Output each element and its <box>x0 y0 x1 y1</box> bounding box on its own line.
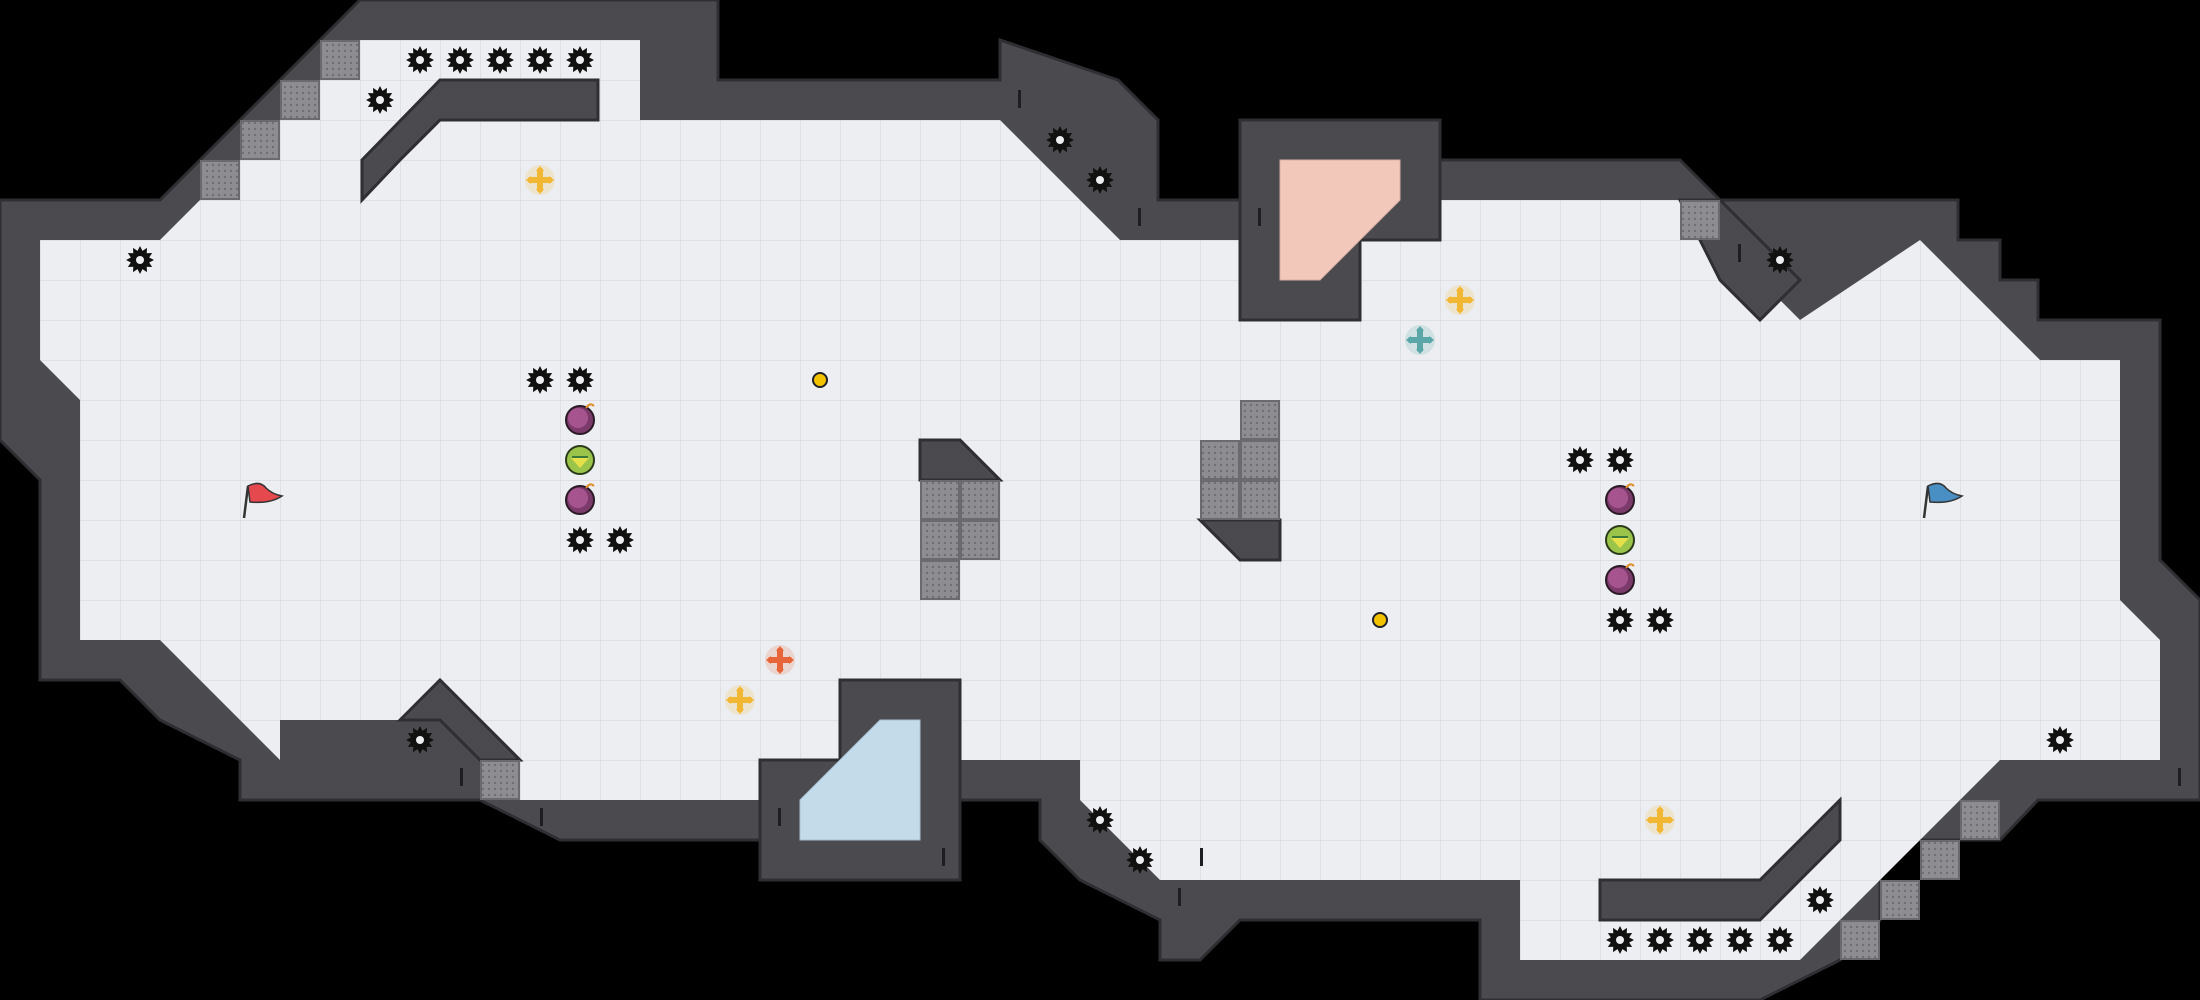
wall-marker <box>778 808 781 826</box>
gate-block <box>1880 880 1920 920</box>
spike-icon <box>1766 926 1794 954</box>
bomb-icon <box>565 403 595 435</box>
gate-block <box>920 480 960 520</box>
blue-endzone <box>799 719 921 841</box>
blue-boost-icon <box>1405 325 1435 355</box>
spike-icon <box>1766 246 1794 274</box>
spike-icon <box>1806 886 1834 914</box>
spike-icon <box>1646 606 1674 634</box>
spike-icon <box>566 526 594 554</box>
gate-block <box>280 80 320 120</box>
spike-icon <box>1086 166 1114 194</box>
gate-block <box>920 560 960 600</box>
wall-marker <box>942 848 945 866</box>
gate-block <box>960 520 1000 560</box>
spike-icon <box>446 46 474 74</box>
gate-block <box>1840 920 1880 960</box>
spike-icon <box>1046 126 1074 154</box>
spike-icon <box>1086 806 1114 834</box>
red-boost-icon <box>765 645 795 675</box>
spike-icon <box>526 366 554 394</box>
spike-icon <box>486 46 514 74</box>
powerup-icon <box>565 445 595 475</box>
boost-icon <box>812 372 828 388</box>
neutral-boost-icon <box>1645 805 1675 835</box>
spike-icon <box>1606 606 1634 634</box>
gate-block <box>1200 480 1240 520</box>
wall-marker <box>1018 90 1021 108</box>
spike-icon <box>2046 726 2074 754</box>
spike-icon <box>1686 926 1714 954</box>
wall-bottom-right-ledge <box>1598 796 1842 922</box>
red-endzone <box>1279 159 1401 281</box>
blue-flag-icon <box>1922 482 1964 519</box>
floor <box>40 40 2160 960</box>
gate-block <box>1240 400 1280 440</box>
wall-marker <box>460 768 463 786</box>
wall-marker <box>540 808 543 826</box>
spike-icon <box>566 46 594 74</box>
gate-block <box>480 760 520 800</box>
gate-block <box>240 120 280 160</box>
boost-icon <box>1372 612 1388 628</box>
bomb-icon <box>565 483 595 515</box>
spike-icon <box>126 246 154 274</box>
spike-icon <box>1646 926 1674 954</box>
neutral-boost-icon <box>525 165 555 195</box>
wall-marker <box>1178 888 1181 906</box>
spike-icon <box>566 366 594 394</box>
spike-icon <box>406 726 434 754</box>
spike-icon <box>1566 446 1594 474</box>
gate-block <box>920 520 960 560</box>
wall-marker <box>1138 208 1141 226</box>
wall-top-ledge <box>360 78 600 204</box>
bomb-icon <box>1605 483 1635 515</box>
gate-block <box>320 40 360 80</box>
gate-block <box>1680 200 1720 240</box>
gate-block <box>1240 440 1280 480</box>
gate-block <box>200 160 240 200</box>
spike-icon <box>526 46 554 74</box>
wall-marker <box>1738 244 1741 262</box>
red-flag-icon <box>242 482 284 519</box>
spike-icon <box>606 526 634 554</box>
wall-marker <box>1200 848 1203 866</box>
gate-block <box>1240 480 1280 520</box>
powerup-icon <box>1605 525 1635 555</box>
neutral-boost-icon <box>1445 285 1475 315</box>
neutral-boost-icon <box>725 685 755 715</box>
gate-block <box>1920 840 1960 880</box>
wall-marker <box>1258 208 1261 226</box>
gate-block <box>1960 800 2000 840</box>
spike-icon <box>366 86 394 114</box>
spike-icon <box>1606 926 1634 954</box>
map-entities <box>126 46 2181 954</box>
spike-icon <box>406 46 434 74</box>
wall-marker <box>2178 768 2181 786</box>
spike-icon <box>1606 446 1634 474</box>
gate-blocks <box>200 40 2000 960</box>
bomb-icon <box>1605 563 1635 595</box>
gate-block <box>1200 440 1240 480</box>
spike-icon <box>1126 846 1154 874</box>
gate-block <box>960 480 1000 520</box>
spike-icon <box>1726 926 1754 954</box>
